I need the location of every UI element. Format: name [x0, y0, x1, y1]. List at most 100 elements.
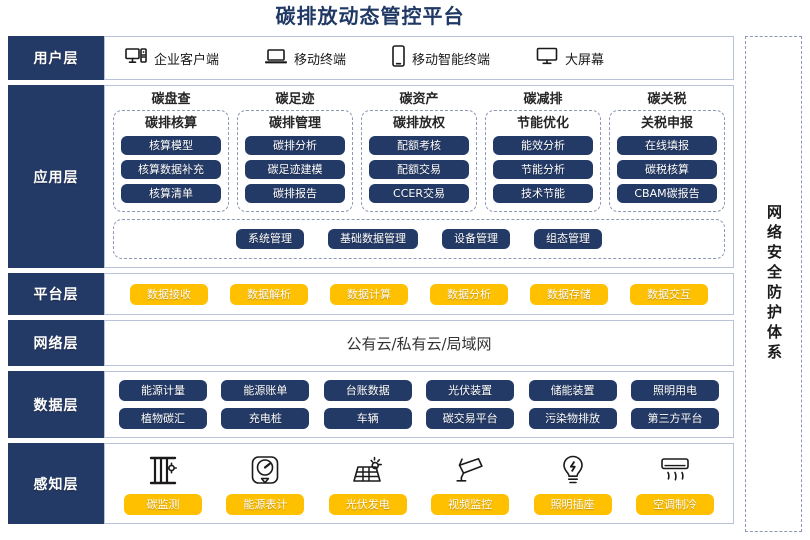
sensing-device-pill[interactable]: 视频监控 — [431, 494, 510, 515]
application-group-title: 碳足迹 — [275, 92, 315, 107]
sensing-device-item: 照明插座 — [529, 451, 617, 515]
user-terminal-list: 企业客户端 移动终端 移动智能终端 大屏幕 — [105, 37, 733, 79]
data-source-pill[interactable]: 台账数据 — [323, 380, 412, 401]
sensing-device-item: 光伏发电 — [324, 451, 412, 515]
monitor-icon — [536, 47, 558, 69]
platform-capability-pill[interactable]: 数据接收 — [130, 283, 208, 305]
data-source-pill[interactable]: 车辆 — [323, 408, 412, 429]
management-module-box: 系统管理 基础数据管理 设备管理 组态管理 — [113, 219, 725, 259]
data-source-pill[interactable]: 第三方平台 — [630, 408, 719, 429]
application-module-pill[interactable]: 碳税核算 — [617, 160, 717, 179]
data-source-pill[interactable]: 能源账单 — [221, 380, 310, 401]
user-terminal-item[interactable]: 企业客户端 — [125, 47, 219, 69]
platform-capability-pill[interactable]: 数据计算 — [330, 283, 408, 305]
layer-body-application: 碳盘查碳排核算核算模型核算数据补充核算清单碳足迹碳排管理碳排分析碳足迹建模碳排报… — [104, 85, 734, 268]
data-source-pill[interactable]: 储能装置 — [528, 380, 617, 401]
sensing-device-pill[interactable]: 光伏发电 — [328, 494, 407, 515]
cctv-camera-icon — [454, 451, 486, 489]
management-module-pill[interactable]: 基础数据管理 — [328, 229, 418, 249]
layer-body-network: 公有云/私有云/局域网 — [104, 320, 734, 366]
user-terminal-item[interactable]: 大屏幕 — [536, 47, 604, 69]
management-module-pill[interactable]: 系统管理 — [236, 229, 304, 249]
application-module-pill[interactable]: 配额考核 — [369, 136, 469, 155]
layer-stack: 用户层 企业客户端 移动终端 移动智能终端 大屏幕 应用层 碳盘查碳排核算核算模型核算… — [8, 36, 734, 529]
carbon-monitor-icon — [148, 451, 178, 489]
application-module-pill[interactable]: 核算清单 — [121, 184, 221, 203]
sensing-device-item: 空调制冷 — [631, 451, 719, 515]
layer-label-platform: 平台层 — [8, 273, 104, 315]
sensing-device-pill[interactable]: 碳监测 — [124, 494, 202, 515]
application-group-subtitle: 节能优化 — [516, 116, 569, 131]
air-conditioner-icon — [659, 451, 691, 489]
application-group-subtitle: 碳排放权 — [392, 116, 445, 131]
application-module-pill[interactable]: 在线填报 — [617, 136, 717, 155]
data-source-pill[interactable]: 充电桩 — [221, 408, 310, 429]
layer-row-platform: 平台层 数据接收数据解析数据计算数据分析数据存储数据交互 — [8, 273, 734, 315]
application-module-pill[interactable]: 配额交易 — [369, 160, 469, 179]
data-source-row-1: 能源计量能源账单台账数据光伏装置储能装置照明用电 — [119, 380, 719, 401]
application-module-pill[interactable]: 碳足迹建模 — [245, 160, 345, 179]
application-group-subtitle: 碳排管理 — [268, 116, 321, 131]
data-source-pill[interactable]: 能源计量 — [119, 380, 207, 401]
data-source-pill[interactable]: 植物碳汇 — [119, 408, 207, 429]
layer-label-data: 数据层 — [8, 371, 104, 438]
layer-body-platform: 数据接收数据解析数据计算数据分析数据存储数据交互 — [104, 273, 734, 315]
data-source-pill[interactable]: 照明用电 — [630, 380, 719, 401]
desktop-tower-icon — [125, 47, 147, 69]
application-module-pill[interactable]: CBAM碳报告 — [617, 184, 717, 203]
platform-capability-pill[interactable]: 数据分析 — [430, 283, 508, 305]
application-module-pill[interactable]: CCER交易 — [369, 184, 469, 203]
application-group-title: 碳盘查 — [151, 92, 191, 107]
layer-label-user: 用户层 — [8, 36, 104, 80]
layer-label-network: 网络层 — [8, 320, 104, 366]
security-band: 网络安全防护体系 — [745, 36, 802, 532]
laptop-icon — [264, 48, 288, 69]
application-module-pill[interactable]: 核算模型 — [121, 136, 221, 155]
user-terminal-label: 移动智能终端 — [412, 52, 491, 68]
sensing-device-pill[interactable]: 空调制冷 — [635, 494, 714, 515]
layer-label-sense: 感知层 — [8, 443, 104, 524]
application-group-box: 碳排核算核算模型核算数据补充核算清单 — [113, 110, 229, 212]
sensing-device-pill[interactable]: 照明插座 — [533, 494, 612, 515]
layer-label-application: 应用层 — [8, 85, 104, 268]
platform-capability-pill[interactable]: 数据存储 — [530, 283, 608, 305]
data-source-row-2: 植物碳汇充电桩车辆碳交易平台污染物排放第三方平台 — [119, 408, 719, 429]
layer-row-data: 数据层 能源计量能源账单台账数据光伏装置储能装置照明用电 植物碳汇充电桩车辆碳交… — [8, 371, 734, 438]
layer-row-application: 应用层 碳盘查碳排核算核算模型核算数据补充核算清单碳足迹碳排管理碳排分析碳足迹建… — [8, 85, 734, 268]
management-module-pill[interactable]: 设备管理 — [442, 229, 510, 249]
application-group-subtitle: 关税申报 — [640, 116, 693, 131]
application-module-pill[interactable]: 核算数据补充 — [121, 160, 221, 179]
platform-capability-pill[interactable]: 数据交互 — [630, 283, 708, 305]
smartphone-icon — [392, 45, 405, 71]
user-terminal-label: 移动终端 — [294, 52, 347, 68]
application-module-pill[interactable]: 碳排分析 — [245, 136, 345, 155]
application-group-box: 碳排管理碳排分析碳足迹建模碳排报告 — [237, 110, 353, 212]
data-source-pill[interactable]: 污染物排放 — [528, 408, 617, 429]
application-group-box: 碳排放权配额考核配额交易 CCER交易 — [361, 110, 477, 212]
application-module-pill[interactable]: 节能分析 — [493, 160, 593, 179]
application-group: 碳足迹碳排管理碳排分析碳足迹建模碳排报告 — [237, 92, 353, 212]
layer-body-user: 企业客户端 移动终端 移动智能终端 大屏幕 — [104, 36, 734, 80]
sensing-device-item: 视频监控 — [426, 451, 514, 515]
management-module-pill[interactable]: 组态管理 — [534, 229, 602, 249]
user-terminal-item[interactable]: 移动智能终端 — [392, 45, 490, 71]
application-module-pill[interactable]: 碳排报告 — [245, 184, 345, 203]
platform-capability-list: 数据接收数据解析数据计算数据分析数据存储数据交互 — [105, 274, 733, 314]
data-source-pill[interactable]: 碳交易平台 — [426, 408, 515, 429]
application-group: 碳资产碳排放权配额考核配额交易 CCER交易 — [361, 92, 477, 212]
layer-row-sense: 感知层 碳监测 能源表计 光伏发电 视频监控 照明插座 空调制冷 — [8, 443, 734, 524]
application-module-pill[interactable]: 能效分析 — [493, 136, 593, 155]
layer-body-data: 能源计量能源账单台账数据光伏装置储能装置照明用电 植物碳汇充电桩车辆碳交易平台污… — [104, 371, 734, 438]
application-module-pill[interactable]: 技术节能 — [493, 184, 593, 203]
platform-capability-pill[interactable]: 数据解析 — [230, 283, 308, 305]
application-group-title: 碳资产 — [399, 92, 439, 107]
page-title: 碳排放动态管控平台 — [275, 4, 465, 28]
user-terminal-item[interactable]: 移动终端 — [264, 48, 347, 69]
user-terminal-label: 企业客户端 — [154, 52, 220, 68]
application-group: 碳盘查碳排核算核算模型核算数据补充核算清单 — [113, 92, 229, 212]
sensing-device-pill[interactable]: 能源表计 — [226, 494, 305, 515]
application-group-subtitle: 碳排核算 — [144, 116, 197, 131]
data-source-pill[interactable]: 光伏装置 — [426, 380, 515, 401]
application-group-box: 关税申报在线填报碳税核算 CBAM碳报告 — [609, 110, 725, 212]
sensing-device-item: 碳监测 — [119, 451, 207, 515]
